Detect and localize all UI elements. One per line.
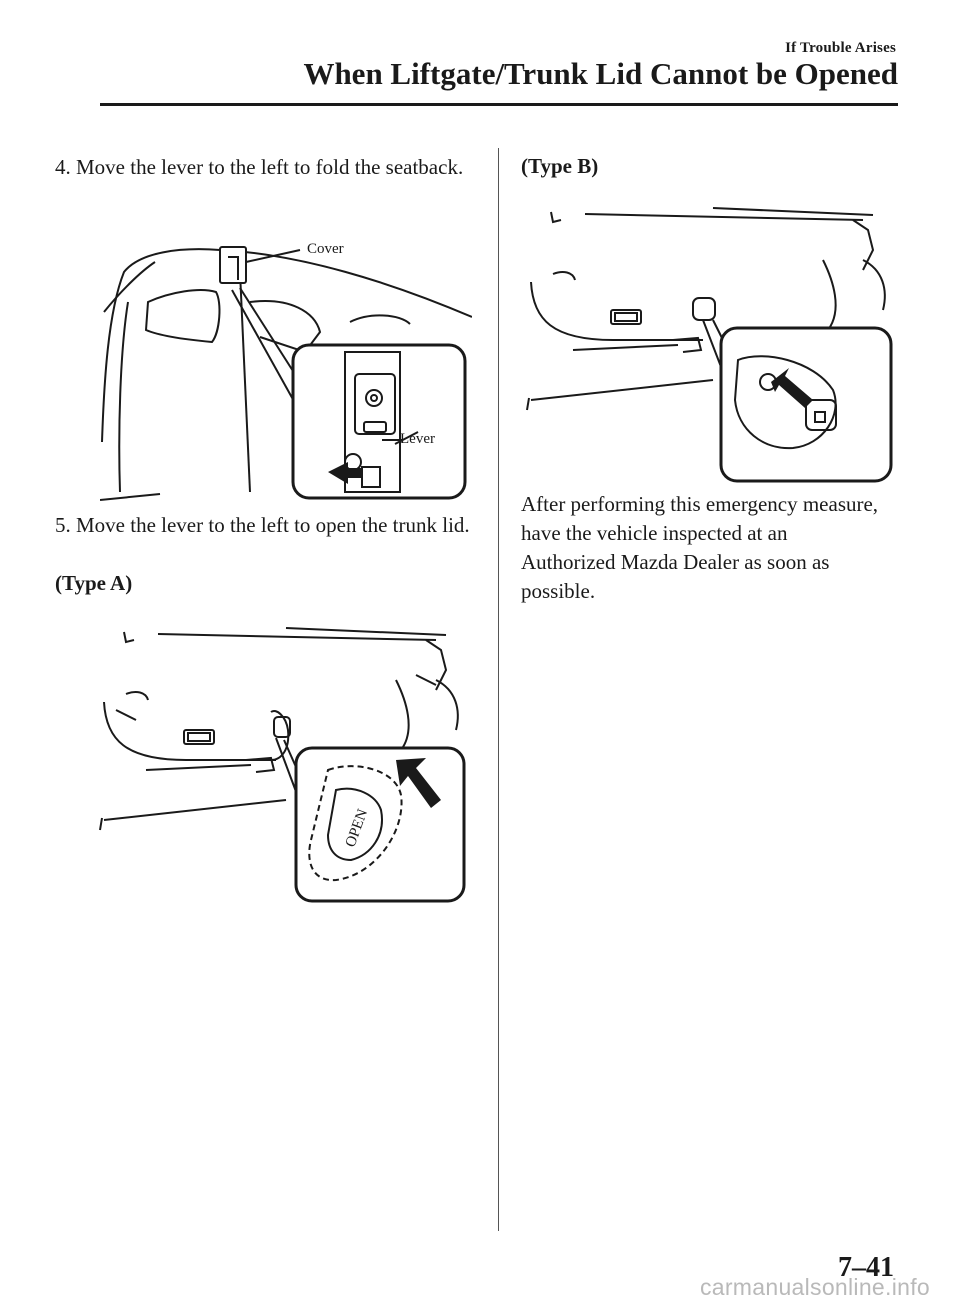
lever-label: Lever xyxy=(400,431,435,447)
after-measure-text: After performing this emergency measure,… xyxy=(521,492,879,603)
section-label: If Trouble Arises xyxy=(785,40,896,56)
title-rule xyxy=(100,103,898,106)
type-a-label: (Type A) xyxy=(55,571,133,595)
cover-label: Cover xyxy=(307,241,344,257)
watermark: carmanualsonline.info xyxy=(699,1274,930,1300)
type-a-illustration: OPEN xyxy=(96,620,468,904)
type-b-illustration xyxy=(523,200,895,484)
step-5-text: 5. Move the lever to the left to open th… xyxy=(55,513,470,537)
page-title: When Liftgate/Trunk Lid Cannot be Opened xyxy=(303,56,898,91)
page-number: 7–41 xyxy=(838,1252,894,1283)
seatback-illustration: Cover Lever xyxy=(100,232,472,504)
step-4-text: 4. Move the lever to the left to fold th… xyxy=(55,155,464,179)
type-b-label: (Type B) xyxy=(521,154,599,178)
column-divider xyxy=(498,148,499,1231)
